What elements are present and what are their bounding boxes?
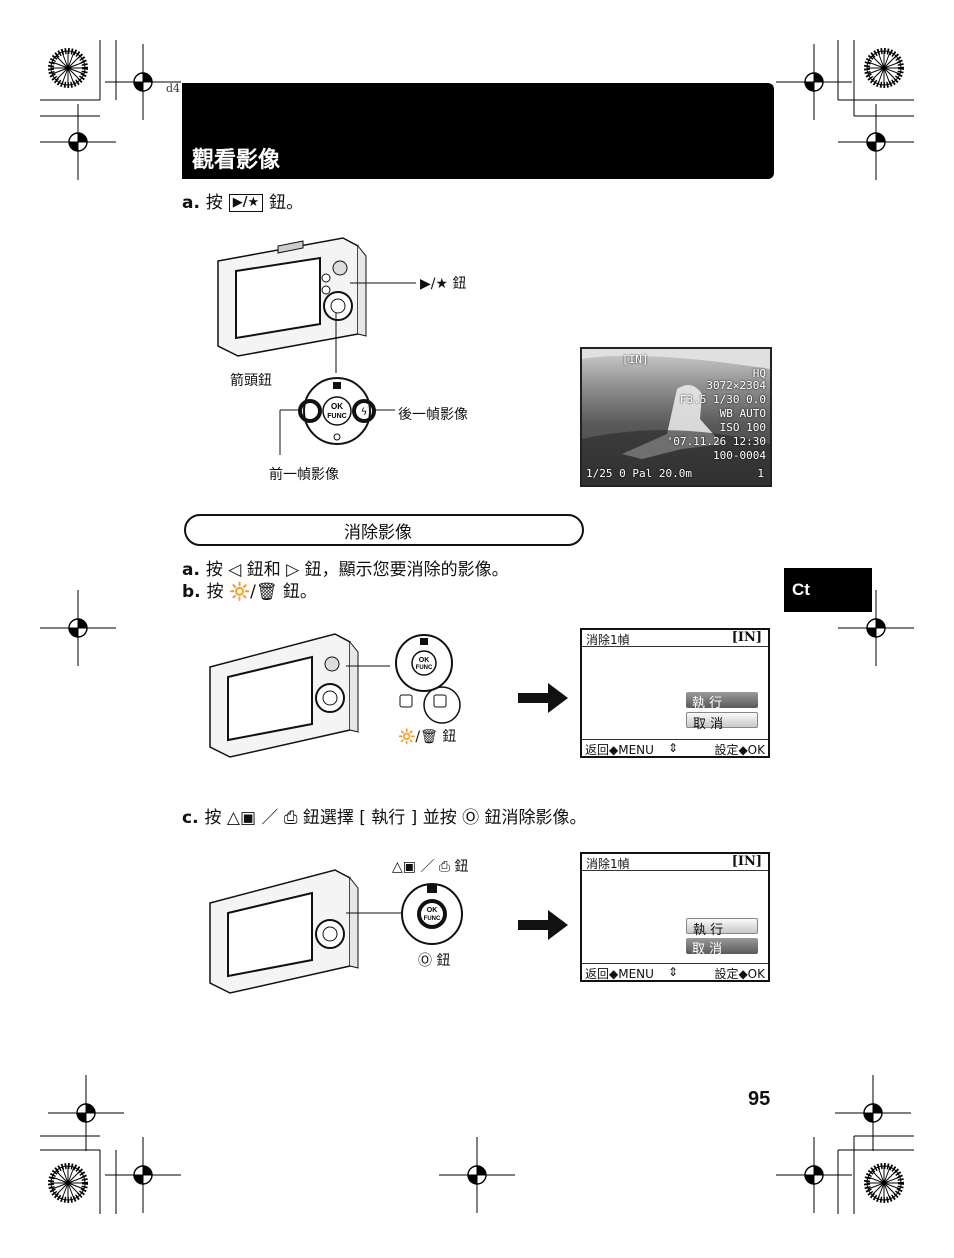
file-slug: d4 — [166, 82, 181, 95]
lcd-nav-hint: ⇕ — [668, 741, 679, 755]
lcd-title: 消除1幀 — [586, 633, 630, 647]
playback-photo: [IN] HQ 3072×2304 F3.5 1/30 0.0 WB AUTO … — [580, 347, 772, 487]
lcd-back-hint: 返回◆MENU — [585, 743, 654, 757]
lcd-option-execute[interactable]: 執 行 — [686, 918, 758, 938]
lcd-footer: 返回◆MENU ⇕ 設定◆OK — [582, 963, 768, 981]
svg-text:ϟ: ϟ — [361, 407, 368, 418]
step-label: a. — [182, 560, 200, 580]
lcd-erase-confirm-2: 消除1幀 [IN] 執 行 取 消 返回◆MENU ⇕ 設定◆OK — [580, 852, 770, 982]
svg-text:OK: OK — [419, 657, 430, 664]
callout-erase-button: 🔆/🗑 鈕 — [398, 729, 457, 745]
step-text: 按 — [205, 193, 223, 213]
arrow-pad-diagram: OK FUNC ϟ — [298, 377, 376, 445]
camera-back-illustration — [217, 237, 367, 357]
photo-iso: ISO 100 — [719, 421, 766, 434]
photo-footer-right: 1 — [757, 467, 764, 480]
step-text: 按 △▣ ／ ⎙ 鈕選擇 [ 執行 ] 並按 Ⓞ 鈕消除影像。 — [204, 808, 587, 828]
playback-key-icon: ▶/★ — [228, 194, 264, 212]
lcd-title: 消除1幀 — [586, 857, 630, 871]
photo-quality: HQ — [752, 367, 766, 380]
step-label: a. — [182, 193, 200, 213]
ok-button-diagram: OK FUNC — [346, 883, 463, 945]
step-text: 按 ◁ 鈕和 ▷ 鈕，顯示您要消除的影像。 — [205, 560, 509, 580]
photo-datetime: '07.11.26 12:30 — [666, 435, 766, 448]
svg-text:FUNC: FUNC — [424, 916, 441, 922]
svg-text:OK: OK — [331, 402, 343, 411]
lcd-memory: [IN] — [731, 630, 762, 645]
step-a-view: a. 按 ▶/★ 鈕。 — [182, 188, 303, 213]
lcd-option-execute[interactable]: 執 行 — [686, 692, 758, 711]
section-title: 消除影像 — [344, 523, 412, 543]
top-left-marks — [39, 40, 182, 181]
svg-text:OK: OK — [427, 907, 438, 914]
photo-wb: WB AUTO — [719, 407, 766, 420]
photo-footer-left: 1/25 0 Pal 20.0m — [586, 467, 692, 480]
side-tab-label: Ct — [792, 580, 810, 599]
camera-back-illustration-2 — [209, 633, 359, 758]
callout-ok-button: Ⓞ 鈕 — [418, 953, 451, 969]
lcd-nav-hint: ⇕ — [668, 965, 679, 979]
camera-back-illustration-3 — [209, 869, 359, 994]
section-pill — [184, 514, 584, 546]
step-label: c. — [182, 808, 199, 828]
lcd-titlebar: 消除1幀 [IN] — [582, 854, 768, 871]
bottom-right-marks — [775, 1074, 914, 1214]
callout-arrow-pad: 箭頭鈕 — [230, 373, 272, 389]
lcd-option-cancel[interactable]: 取 消 — [686, 712, 758, 732]
erase-buttons-diagram: OK FUNC — [346, 634, 461, 724]
page-title: 觀看影像 — [192, 148, 281, 173]
callout-lines-1 — [279, 282, 416, 455]
step-label: b. — [182, 582, 201, 602]
bottom-left-marks — [40, 1074, 182, 1214]
side-tab-ct: Ct — [784, 568, 872, 612]
svg-text:FUNC: FUNC — [327, 413, 346, 420]
step-c-erase: c. 按 △▣ ／ ⎙ 鈕選擇 [ 執行 ] 並按 Ⓞ 鈕消除影像。 — [182, 803, 587, 828]
callout-up-button: △▣ ／ ⎙ 鈕 — [392, 859, 469, 875]
top-right-marks — [775, 40, 915, 181]
lcd-set-hint: 設定◆OK — [714, 743, 765, 757]
page-number: 95 — [748, 1088, 771, 1110]
lcd-option-cancel[interactable]: 取 消 — [686, 938, 758, 957]
arrow-right-icon — [518, 683, 568, 713]
arrow-right-icon — [518, 910, 568, 940]
photo-subject-silhouette — [582, 349, 770, 485]
photo-exposure: F3.5 1/30 0.0 — [679, 393, 766, 406]
step-suffix: 鈕。 — [269, 193, 304, 213]
step-text: 按 🔆/🗑 鈕。 — [206, 582, 317, 602]
header-bar — [182, 83, 774, 179]
callout-prev-image: 前一幀影像 — [269, 467, 339, 483]
callout-next-image: 後一幀影像 — [398, 407, 468, 423]
lcd-memory: [IN] — [731, 854, 762, 869]
lcd-footer: 返回◆MENU ⇕ 設定◆OK — [582, 739, 768, 757]
photo-resolution: 3072×2304 — [706, 379, 766, 392]
step-b-erase: b. 按 🔆/🗑 鈕。 — [182, 577, 317, 602]
lcd-titlebar: 消除1幀 [IN] — [582, 630, 768, 647]
lcd-set-hint: 設定◆OK — [714, 967, 765, 981]
callout-play-button: ▶/★ 鈕 — [420, 276, 467, 292]
photo-memory: [IN] — [622, 353, 649, 366]
svg-text:FUNC: FUNC — [416, 665, 433, 671]
photo-file-number: 100-0004 — [713, 449, 766, 462]
lcd-back-hint: 返回◆MENU — [585, 967, 654, 981]
lcd-erase-confirm-1: 消除1幀 [IN] 執 行 取 消 返回◆MENU ⇕ 設定◆OK — [580, 628, 770, 758]
step-a-erase: a. 按 ◁ 鈕和 ▷ 鈕，顯示您要消除的影像。 — [182, 555, 509, 580]
